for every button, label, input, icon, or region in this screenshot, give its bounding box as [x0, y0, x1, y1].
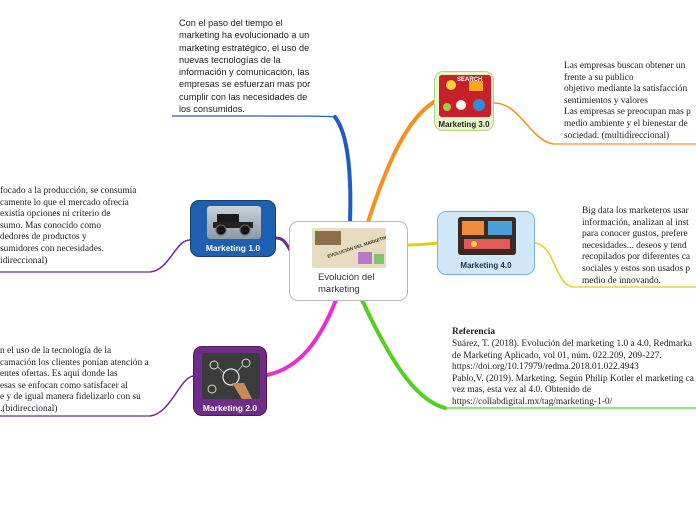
node-marketing-2-0-image: [202, 353, 260, 399]
node-marketing-4-0-label: Marketing 4.0: [460, 261, 512, 270]
text-marketing-3-0-description: Las empresas buscan obtener un frente a …: [564, 61, 691, 141]
central-topic-title: Evolución del marketing: [318, 272, 375, 295]
central-image-thumb-3: [374, 254, 384, 264]
branch-m40-connector: [534, 242, 574, 288]
node-marketing-2-0[interactable]: Marketing 2.0: [193, 346, 267, 416]
data-screens-icon: [458, 217, 516, 255]
branch-m20-connector: [149, 375, 194, 417]
node-marketing-2-0-label: Marketing 2.0: [202, 403, 258, 413]
text-reference-body: Suárez, T. (2018). Evolución del marketi…: [452, 339, 694, 407]
central-image-thumbs: [315, 231, 341, 245]
branch-m40-line: [407, 241, 438, 247]
branch-ref-line: [360, 298, 447, 410]
node-marketing-1-0-label: Marketing 1.0: [205, 243, 261, 253]
node-marketing-3-0-image-word: SEARCH: [457, 77, 483, 83]
central-image-thumb-2: [358, 252, 372, 264]
node-marketing-1-0-image: [207, 206, 261, 239]
branch-m30-connector: [493, 102, 554, 145]
car-icon: [213, 214, 253, 236]
branch-m30-line: [366, 100, 436, 224]
node-marketing-3-0[interactable]: SEARCH Marketing 3.0: [434, 71, 494, 131]
text-marketing-2-0-description: n el uso de la tecnología de la camación…: [0, 346, 149, 414]
text-marketing-1-0-description: focado a la producción, se consumía came…: [0, 186, 137, 266]
branch-m20-line: [265, 298, 338, 377]
node-marketing-3-0-label: Marketing 3.0: [438, 120, 490, 129]
central-image: EVOLUCIÓN DEL MARKETING: [312, 228, 386, 268]
text-marketing-4-0-description: Big data los marketeros usar información…: [582, 206, 691, 286]
text-top-description: Con el paso del tiempo el marketing ha e…: [179, 18, 311, 115]
branch-top-underline: [171, 115, 336, 118]
node-marketing-4-0-image: [458, 217, 516, 255]
node-marketing-4-0[interactable]: Marketing 4.0: [437, 211, 535, 275]
branch-m10-connector: [149, 239, 191, 273]
text-reference-title: Referencia: [452, 327, 496, 337]
chalkboard-icon: [207, 358, 252, 399]
central-topic[interactable]: EVOLUCIÓN DEL MARKETING Evolución del ma…: [289, 221, 408, 301]
node-marketing-3-0-image: SEARCH: [439, 75, 491, 117]
search-collage-icon: [439, 75, 491, 117]
branch-top-line: [333, 115, 353, 224]
node-marketing-1-0[interactable]: Marketing 1.0: [190, 200, 276, 257]
